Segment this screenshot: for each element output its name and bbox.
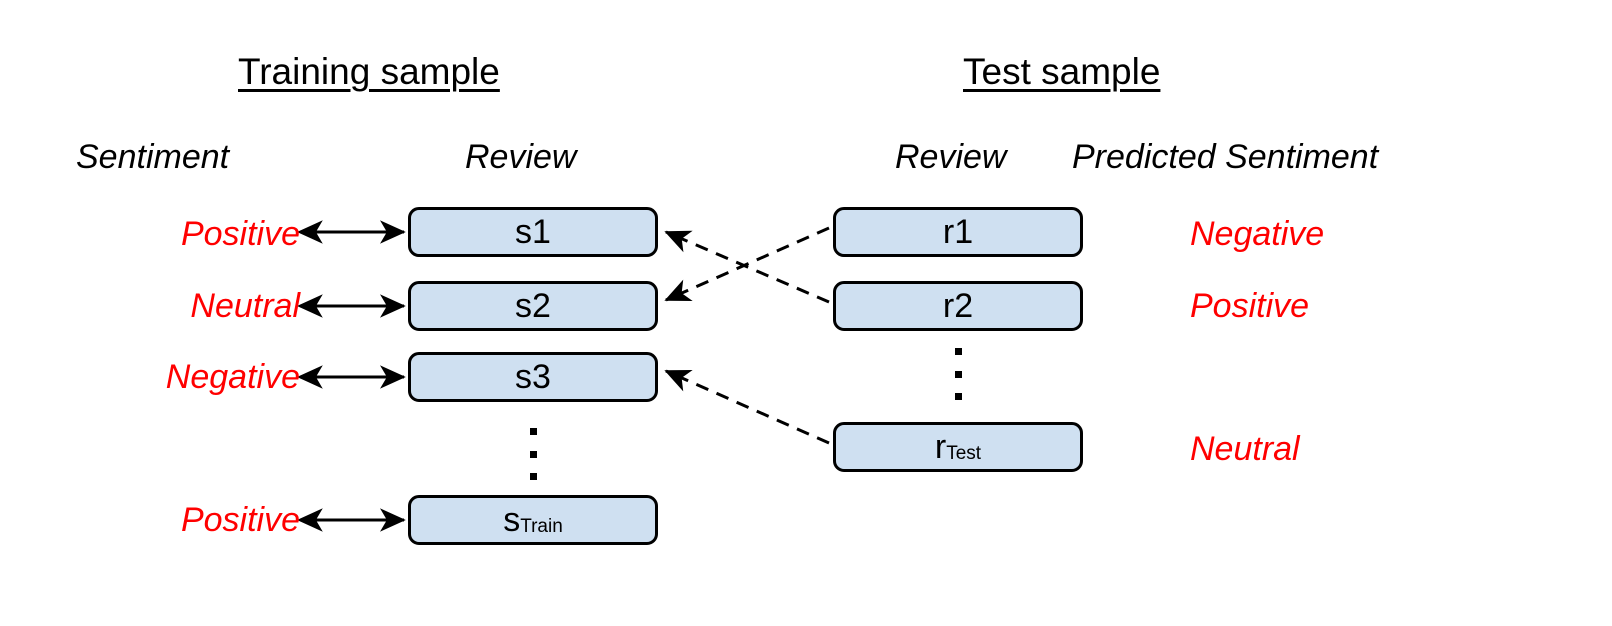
test-sample-title: Test sample <box>963 51 1161 92</box>
train-sentiment-label-2: Neutral <box>190 287 300 325</box>
predicted-sentiment-label-3: Neutral <box>1190 430 1300 468</box>
column-header-train-review: Review <box>465 138 577 176</box>
column-header-predicted-sentiment: Predicted Sentiment <box>1072 138 1379 176</box>
test-column-ellipsis-icon <box>955 348 962 400</box>
column-header-test-review: Review <box>895 138 1007 176</box>
match-arrow-r1-to-s2 <box>664 226 830 302</box>
training-sample-title: Training sample <box>238 51 500 92</box>
predicted-sentiment-label-1: Negative <box>1190 215 1325 253</box>
train-sentiment-label-4: Positive <box>180 501 300 539</box>
train-sentiment-label-3: Negative <box>165 358 300 396</box>
match-arrow-r2-to-s1 <box>664 230 830 304</box>
match-arrow-rtest-to-s3 <box>664 369 830 445</box>
train-column-ellipsis-icon <box>530 428 537 480</box>
train-sentiment-label-1: Positive <box>180 215 300 253</box>
column-header-train-sentiment: Sentiment <box>76 138 230 176</box>
predicted-sentiment-label-2: Positive <box>1190 287 1310 325</box>
